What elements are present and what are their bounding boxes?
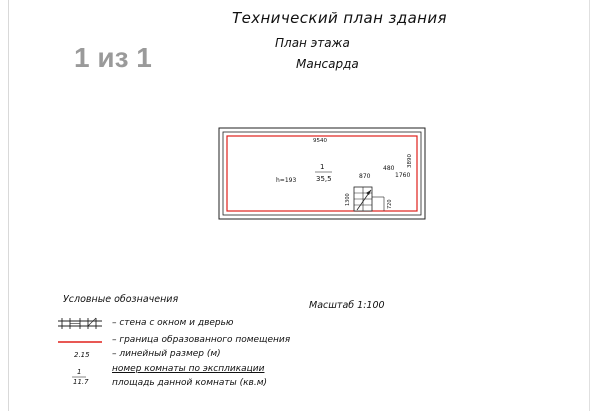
document-subtitle: План этажа [275, 36, 350, 50]
page-border-right [589, 0, 590, 411]
dimension-870: 870 [359, 173, 371, 180]
dimension-1760: 1760 [395, 172, 410, 179]
legend-room-number-symbol: 1 [77, 368, 82, 376]
dimension-3890: 3890 [407, 154, 413, 168]
legend-linear-size-symbol: 2.15 [74, 351, 90, 359]
dimension-9540: 9540 [313, 138, 327, 144]
legend-item-boundary: – граница образованного помещения [112, 335, 291, 345]
dimension-1300: 1300 [345, 193, 351, 206]
floor-name: Мансарда [296, 57, 359, 71]
legend-item-area: площадь данной комнаты (кв.м) [112, 378, 267, 388]
dimension-720: 720 [387, 199, 393, 209]
document-title: Технический план здания [232, 9, 447, 27]
legend-item-room-number: номер комнаты по экспликации [112, 364, 265, 374]
room-number: 1 [320, 163, 324, 171]
legend-item-linear-size: – линейный размер (м) [112, 349, 221, 359]
outer-wall [218, 127, 426, 220]
legend-item-wall: – стена с окном и дверью [112, 318, 234, 328]
scale-label: Масштаб 1:100 [309, 300, 385, 311]
room-boundary [226, 135, 418, 212]
room-area: 35,5 [316, 175, 332, 183]
stair-opening [353, 186, 385, 212]
legend-title: Условные обозначения [63, 294, 179, 305]
ceiling-height: h=193 [276, 177, 296, 184]
wall-window-door-icon [58, 317, 102, 329]
page-border-left [8, 0, 9, 411]
page-counter: 1 из 1 [74, 42, 152, 73]
legend-area-symbol: 11.7 [73, 378, 89, 386]
inner-wall [222, 131, 422, 216]
dimension-480: 480 [383, 165, 395, 172]
